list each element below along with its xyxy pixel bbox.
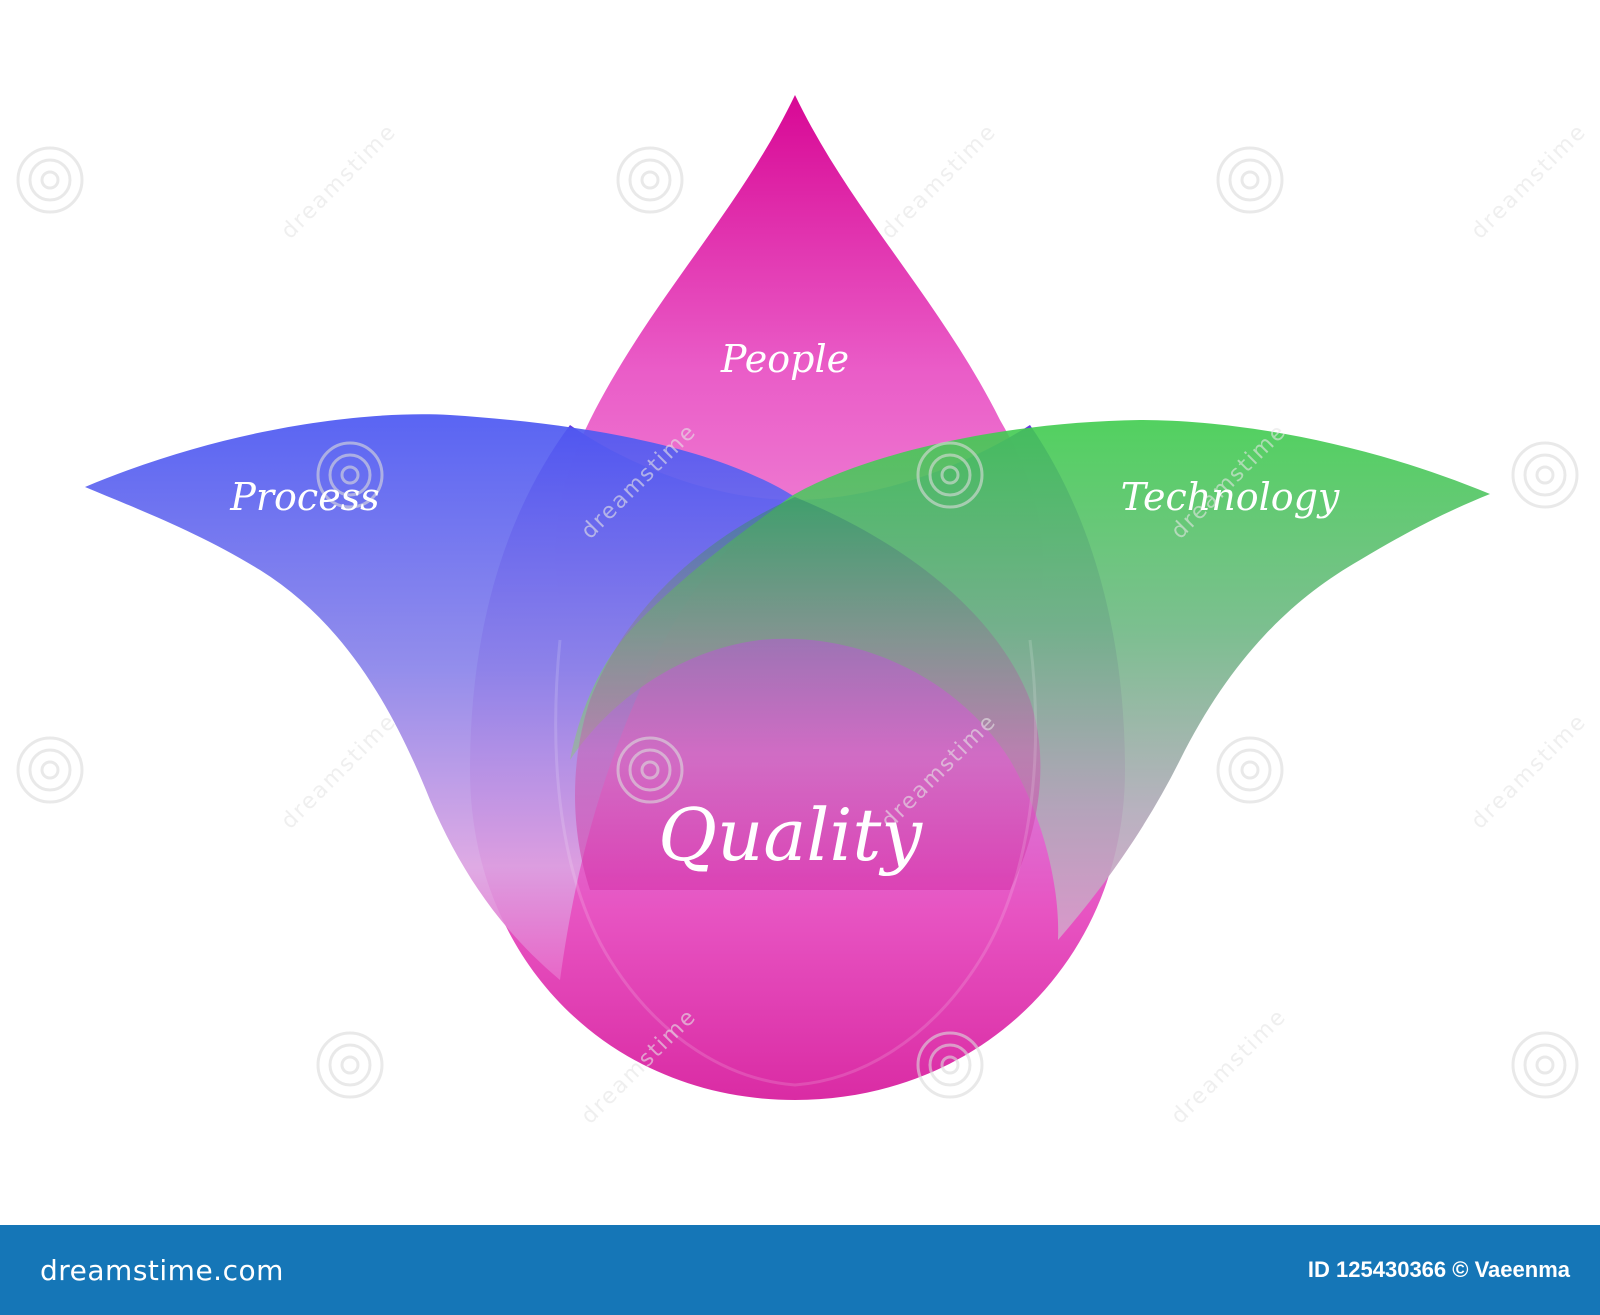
diagram-canvas: dreamstime dreamstime dreamstime dreamst…	[16, 95, 1592, 1129]
watermark-text: dreamstime	[1467, 709, 1592, 834]
footer-credit: ID 125430366 © Vaeenma	[1307, 1257, 1570, 1282]
process-label: Process	[229, 475, 379, 519]
footer-brand[interactable]: dreamstime.com	[40, 1253, 284, 1287]
process-petal	[85, 414, 795, 980]
watermark-text: dreamstime	[277, 119, 402, 244]
lotus-diagram: dreamstime dreamstime dreamstime dreamst…	[16, 95, 1592, 1129]
watermark-text: dreamstime	[1167, 1004, 1292, 1129]
inner-drop-outline	[554, 639, 1038, 1087]
quality-label: Quality	[658, 793, 923, 877]
watermark-text: dreamstime	[277, 709, 402, 834]
footer-bar: dreamstime.com ID 125430366 © Vaeenma	[0, 1225, 1600, 1315]
watermark-text: dreamstime	[877, 119, 1002, 244]
technology-label: Technology	[1121, 475, 1340, 519]
watermark-spiral-icon	[16, 146, 1579, 1099]
watermark-text: dreamstime	[1467, 119, 1592, 244]
center-overlap	[575, 497, 1041, 890]
people-label: People	[720, 337, 849, 381]
